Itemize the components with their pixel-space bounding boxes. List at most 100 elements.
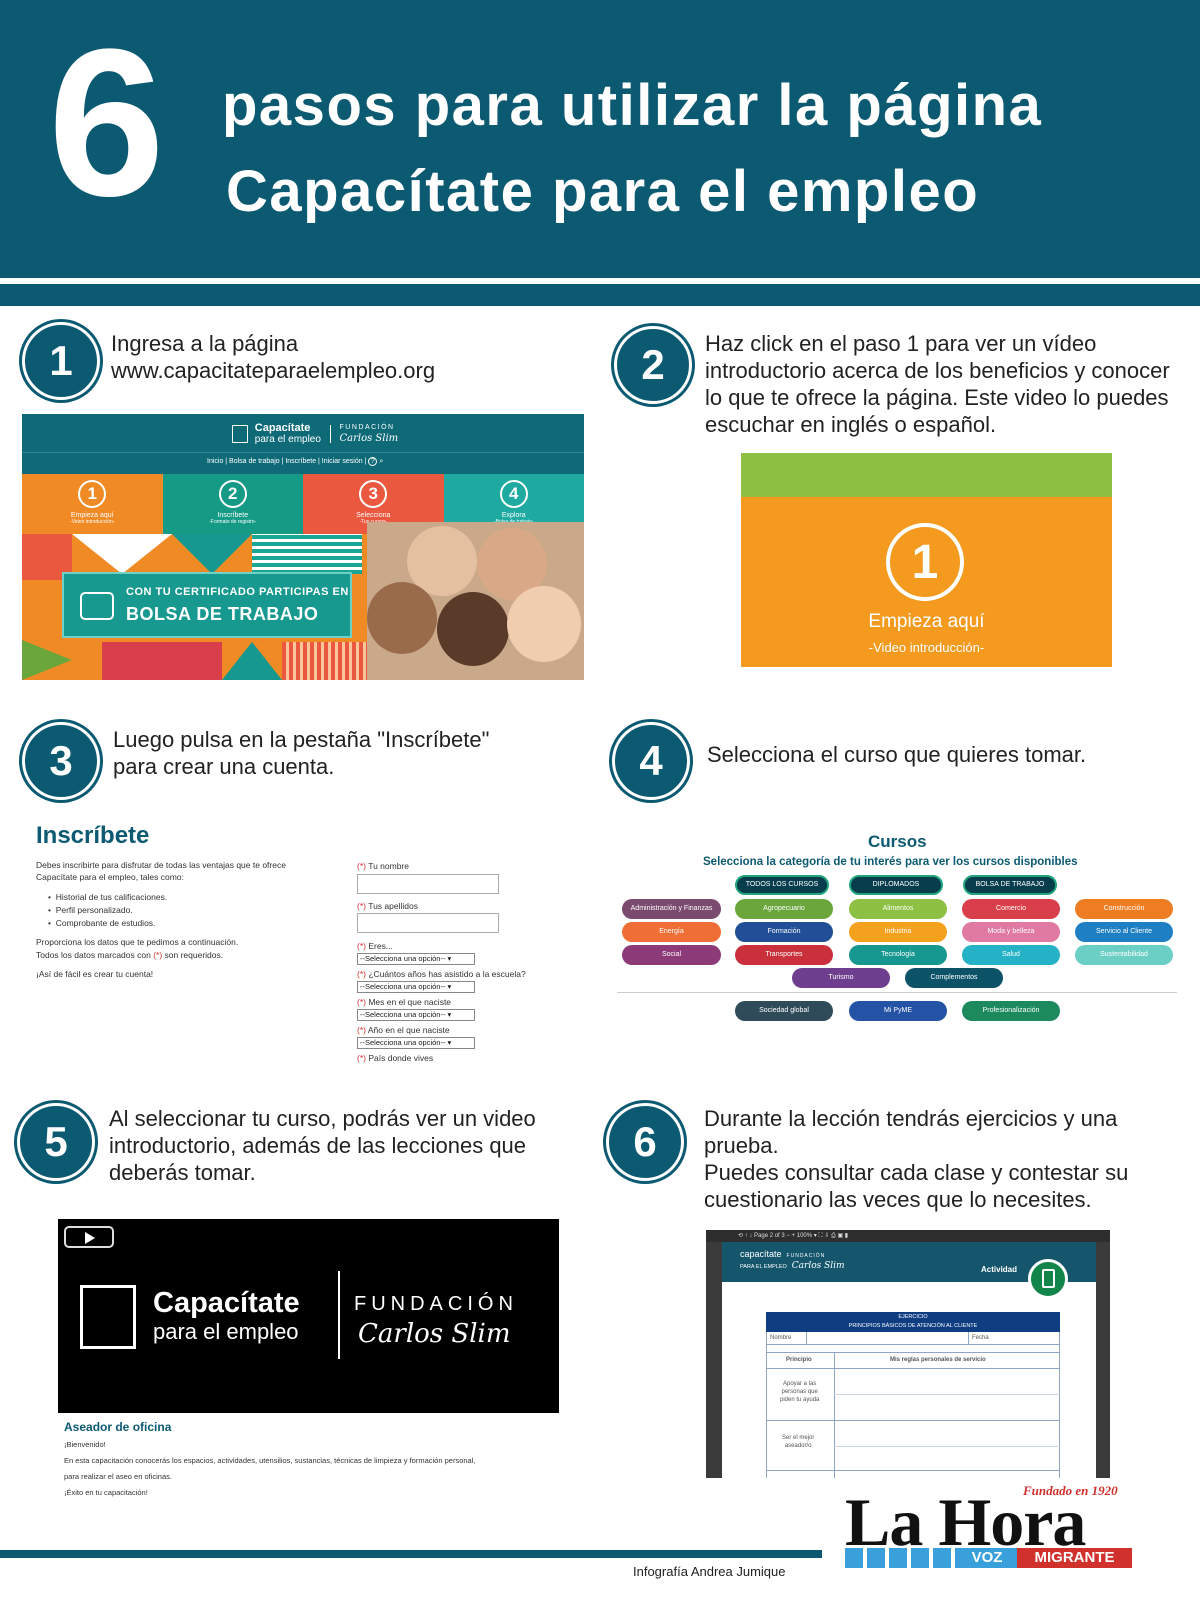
mes-select[interactable]: --Selecciona una opción-- ▾: [357, 1009, 475, 1021]
step-1-line: Ingresa a la página: [111, 331, 299, 356]
banner-line2: BOLSA DE TRABAJO: [126, 604, 319, 624]
label-nombre: (*) Tu nombre: [357, 861, 409, 871]
label-mes: (*) Mes en el que naciste: [357, 997, 452, 1007]
category-pill[interactable]: Transportes: [735, 945, 833, 965]
bolsa-banner[interactable]: CON TU CERTIFICADO PARTICIPAS EN BOLSA D…: [62, 572, 352, 638]
todos-cursos-button[interactable]: TODOS LOS CURSOS: [735, 875, 829, 895]
step-5-line: Al seleccionar tu curso, podrás ver un v…: [109, 1106, 536, 1131]
category-pill[interactable]: Servicio al Cliente: [1075, 922, 1173, 942]
label-eres: (*) Eres...: [357, 941, 393, 951]
step-2-line: introductorio acerca de los beneficios y…: [705, 358, 1170, 383]
category-pill[interactable]: Turismo: [792, 968, 890, 988]
category-pill[interactable]: Profesionalización: [962, 1001, 1060, 1021]
step-2-line: lo que te ofrece la página. Este video l…: [705, 385, 1169, 410]
form-note: Proporciona los datos que te pedimos a c…: [36, 937, 239, 947]
category-pill[interactable]: Energía: [622, 922, 721, 942]
eres-select[interactable]: --Selecciona una opción-- ▾: [357, 953, 475, 965]
step-2-text: Haz click en el paso 1 para ver un vídeo…: [705, 330, 1170, 438]
category-pill[interactable]: Sociedad global: [735, 1001, 833, 1021]
step-1-badge: 1: [22, 322, 100, 400]
step-1-link[interactable]: www.capacitateparaelempleo.org: [111, 358, 436, 383]
la-hora-logo: La Hora: [845, 1484, 1086, 1560]
benefit-item: • Comprobante de estudios.: [48, 918, 156, 928]
step-3-text: Luego pulsa en la pestaña "Inscríbete" p…: [113, 726, 489, 780]
actividad-label: Actividad: [981, 1265, 1018, 1274]
ano-select[interactable]: --Selecciona una opción-- ▾: [357, 1037, 475, 1049]
cursos-title: Cursos: [868, 832, 927, 851]
label-ano: (*) Año en el que naciste: [357, 1025, 450, 1035]
principio-header: Principio: [786, 1357, 812, 1363]
step-5-line: introductorio, además de las lecciones q…: [109, 1133, 527, 1158]
course-video[interactable]: Capacítate para el empleo FUNDACIÓN Carl…: [58, 1219, 559, 1413]
play-icon[interactable]: [64, 1226, 114, 1248]
nav-links[interactable]: Inicio | Bolsa de trabajo | Inscríbete |…: [207, 458, 367, 465]
logo-divider: [338, 1271, 340, 1359]
step-6-text: Durante la lección tendrás ejercicios y …: [704, 1105, 1128, 1213]
category-pill[interactable]: Sustentabilidad: [1075, 945, 1173, 965]
step-6-line: cuestionario las veces que lo necesites.: [704, 1187, 1092, 1212]
step-2-screenshot[interactable]: 1 Empieza aquí -Video introducción-: [741, 453, 1112, 667]
step-circle: 1: [886, 523, 964, 601]
tile-number: 3: [359, 480, 388, 508]
label-apellidos: (*) Tus apellidos: [357, 901, 418, 911]
voz-migrante-banner: VOZ DEL MIGRANTE: [845, 1548, 1132, 1586]
category-pill[interactable]: Industria: [849, 922, 947, 942]
help-icon[interactable]: ?: [368, 457, 378, 466]
course-desc: para realizar el aseo en oficinas.: [64, 1472, 172, 1481]
bolsa-trabajo-button[interactable]: BOLSA DE TRABAJO: [963, 875, 1057, 895]
apellidos-input[interactable]: [357, 913, 499, 933]
footer-line: [0, 1550, 822, 1558]
category-pill[interactable]: Social: [622, 945, 721, 965]
form-note: ¡Así de fácil es crear tu cuenta!: [36, 969, 154, 979]
search-icon[interactable]: ⌕: [379, 458, 384, 465]
label-anos: (*) ¿Cuántos años has asistido a la escu…: [357, 969, 526, 979]
step-6-badge: 6: [606, 1103, 684, 1181]
green-bar: [741, 453, 1112, 497]
category-pill[interactable]: Salud: [962, 945, 1060, 965]
notebook-icon: [1028, 1259, 1068, 1299]
category-pill[interactable]: Moda y belleza: [962, 922, 1060, 942]
divider: [617, 992, 1177, 993]
pdf-toolbar[interactable]: ⟲ ↑ ↓ Page 2 of 3 − + 100% ▾ ⛶ ⇩ ⎙ ▣ ▮: [706, 1230, 1110, 1242]
step-6-line: Puedes consultar cada clase y contestar …: [704, 1160, 1129, 1185]
form-intro: Debes inscribirte para disfrutar de toda…: [36, 860, 286, 870]
category-pill[interactable]: Mi PyME: [849, 1001, 947, 1021]
course-desc: En esta capacitación conocerás los espac…: [64, 1456, 476, 1465]
step-5-text: Al seleccionar tu curso, podrás ver un v…: [109, 1105, 536, 1186]
benefit-item: • Perfil personalizado.: [48, 905, 133, 915]
step-3-line: para crear una cuenta.: [113, 754, 335, 779]
pdf-viewer: ⟲ ↑ ↓ Page 2 of 3 − + 100% ▾ ⛶ ⇩ ⎙ ▣ ▮ c…: [706, 1230, 1110, 1478]
nombre-input[interactable]: [357, 874, 499, 894]
tile-number: 1: [78, 480, 107, 508]
video-logo-tagline: para el empleo: [153, 1319, 299, 1344]
header-title-line1: pasos para utilizar la página: [222, 73, 1043, 138]
site-nav-links[interactable]: Inicio | Bolsa de trabajo | Inscríbete |…: [207, 457, 383, 466]
course-title: Aseador de oficina: [64, 1420, 172, 1434]
step-5-badge: 5: [17, 1103, 95, 1181]
category-pill[interactable]: Comercio: [962, 899, 1060, 919]
category-pill[interactable]: Formación: [735, 922, 833, 942]
anos-select[interactable]: --Selecciona una opción-- ▾: [357, 981, 475, 993]
category-pill[interactable]: Construcción: [1075, 899, 1173, 919]
tile-number: 2: [218, 480, 247, 508]
tile-label: Explora: [501, 512, 526, 519]
category-pill[interactable]: Agropecuario: [735, 899, 833, 919]
tile-number: 4: [499, 480, 528, 508]
category-pill[interactable]: Administración y Finanzas: [622, 899, 721, 919]
form-intro: Capacítate para el empleo, tales como:: [36, 872, 184, 882]
tile-label: Empieza aquí: [70, 512, 114, 519]
category-pill[interactable]: Alimentos: [849, 899, 947, 919]
category-pill[interactable]: Tecnología: [849, 945, 947, 965]
step-3-badge: 3: [22, 722, 100, 800]
tile-sub: -Formato de registro-: [209, 519, 257, 525]
header-number: 6: [48, 5, 165, 240]
voz-label: VOZ DEL: [957, 1548, 1017, 1586]
video-foundation-name: Carlos Slim: [358, 1319, 511, 1349]
diplomados-button[interactable]: DIPLOMADOS: [849, 875, 943, 895]
category-pill[interactable]: Complementos: [905, 968, 1003, 988]
